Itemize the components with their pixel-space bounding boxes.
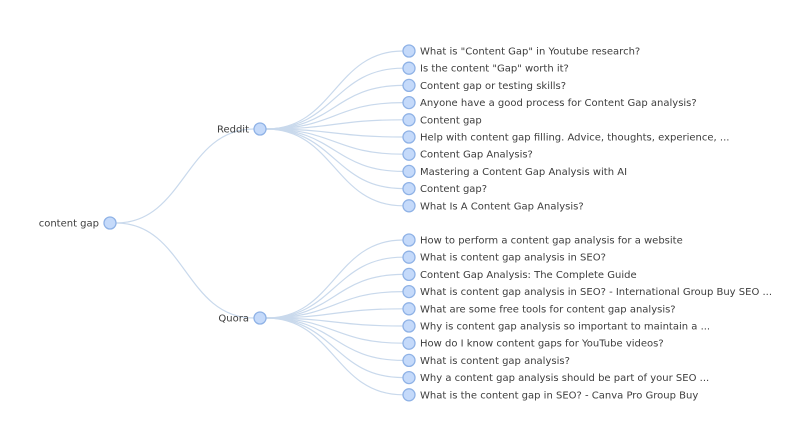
link-branch-reddit-leaf [265, 128, 404, 190]
leaf-node[interactable]: Mastering a Content Gap Analysis with AI [402, 164, 627, 179]
link-branch-reddit-leaf [265, 128, 404, 207]
node-label: Reddit [217, 125, 249, 136]
node-label: Why a content gap analysis should be par… [420, 373, 709, 384]
node-label: Content gap or testing skills? [420, 81, 566, 92]
branch-quora-node[interactable]: Quora [218, 311, 267, 325]
node-label: Quora [218, 314, 249, 325]
node-label: Why is content gap analysis so important… [420, 322, 710, 333]
link-branch-reddit-leaf [265, 50, 404, 130]
node-label: What is the content gap in SEO? - Canva … [420, 390, 698, 401]
node-circle[interactable] [402, 302, 416, 316]
node-label: Content gap [420, 115, 482, 126]
link-branch-reddit-leaf [265, 119, 404, 130]
node-label: How do I know content gaps for YouTube v… [420, 339, 664, 350]
node-circle[interactable] [402, 319, 416, 333]
node-circle[interactable] [402, 113, 416, 127]
node-label: What are some free tools for content gap… [420, 304, 676, 315]
link-branch-quora-leaf [265, 308, 404, 319]
node-circle[interactable] [402, 95, 416, 110]
leaf-node[interactable]: How to perform a content gap analysis fo… [402, 233, 683, 247]
node-label: What Is A Content Gap Analysis? [420, 201, 584, 212]
leaf-node[interactable]: Content gap or testing skills? [402, 78, 566, 93]
node-circle[interactable] [402, 267, 416, 282]
leaf-node[interactable]: Content Gap Analysis: The Complete Guide [402, 267, 637, 282]
node-label: Anyone have a good process for Content G… [420, 98, 697, 109]
link-branch-quora-leaf [265, 317, 404, 379]
node-label: Mastering a Content Gap Analysis with AI [420, 167, 627, 178]
leaf-node[interactable]: What is the content gap in SEO? - Canva … [402, 388, 698, 402]
leaf-node[interactable]: Why is content gap analysis so important… [402, 319, 710, 333]
leaf-node[interactable]: What is content gap analysis? [402, 353, 570, 368]
branch-reddit-node[interactable]: Reddit [217, 122, 267, 136]
node-label: Content Gap Analysis: The Complete Guide [420, 270, 637, 281]
leaf-node[interactable]: Why a content gap analysis should be par… [402, 370, 709, 385]
link-root-branch-reddit [115, 128, 255, 224]
link-branch-quora-leaf [265, 317, 404, 396]
tree-nodes: What is "Content Gap" in Youtube researc… [39, 44, 772, 402]
node-label: content gap [39, 219, 99, 230]
node-circle[interactable] [402, 181, 416, 196]
node-label: How to perform a content gap analysis fo… [420, 236, 683, 247]
leaf-node[interactable]: What Is A Content Gap Analysis? [402, 199, 584, 213]
link-branch-quora-leaf [265, 291, 404, 319]
node-circle[interactable] [253, 311, 267, 325]
node-circle[interactable] [402, 250, 416, 264]
node-label: Content gap? [420, 184, 487, 195]
node-circle[interactable] [402, 284, 416, 299]
link-root-branch-quora [115, 222, 255, 319]
node-label: Content Gap Analysis? [420, 150, 533, 161]
link-branch-quora-leaf [265, 256, 404, 319]
leaf-node[interactable]: Anyone have a good process for Content G… [402, 95, 697, 110]
tree-links [115, 50, 404, 396]
node-circle[interactable] [103, 216, 117, 230]
leaf-node[interactable]: What is content gap analysis in SEO? - I… [402, 284, 772, 299]
node-circle[interactable] [402, 61, 416, 75]
link-branch-reddit-leaf [265, 67, 404, 130]
node-circle[interactable] [402, 353, 416, 368]
link-branch-reddit-leaf [265, 84, 404, 130]
leaf-node[interactable]: Help with content gap filling. Advice, t… [402, 130, 729, 144]
leaf-node[interactable]: What is "Content Gap" in Youtube researc… [402, 44, 640, 58]
node-label: What is "Content Gap" in Youtube researc… [420, 47, 640, 58]
link-branch-reddit-leaf [265, 102, 404, 130]
node-circle[interactable] [402, 233, 416, 247]
leaf-node[interactable]: What is content gap analysis in SEO? [402, 250, 606, 264]
node-circle[interactable] [402, 370, 416, 385]
node-circle[interactable] [402, 164, 416, 179]
link-branch-quora-leaf [265, 273, 404, 319]
link-branch-quora-leaf [265, 239, 404, 319]
node-circle[interactable] [402, 199, 416, 213]
node-label: What is content gap analysis? [420, 356, 570, 367]
node-circle[interactable] [402, 147, 416, 161]
node-circle[interactable] [253, 122, 267, 136]
node-label: Is the content "Gap" worth it? [420, 64, 569, 75]
root-node[interactable]: content gap [39, 216, 117, 230]
node-label: What is content gap analysis in SEO? - I… [420, 287, 772, 298]
leaf-node[interactable]: How do I know content gaps for YouTube v… [402, 336, 664, 350]
node-circle[interactable] [402, 44, 416, 58]
link-branch-reddit-leaf [265, 128, 404, 172]
node-circle[interactable] [402, 78, 416, 93]
node-circle[interactable] [402, 388, 416, 402]
node-circle[interactable] [402, 130, 416, 144]
node-label: What is content gap analysis in SEO? [420, 253, 606, 264]
link-branch-quora-leaf [265, 317, 404, 361]
leaf-node[interactable]: Is the content "Gap" worth it? [402, 61, 569, 75]
leaf-node[interactable]: Content gap [402, 113, 482, 127]
leaf-node[interactable]: Content gap? [402, 181, 487, 196]
node-circle[interactable] [402, 336, 416, 350]
leaf-node[interactable]: Content Gap Analysis? [402, 147, 533, 161]
leaf-node[interactable]: What are some free tools for content gap… [402, 302, 676, 316]
node-label: Help with content gap filling. Advice, t… [420, 133, 729, 144]
